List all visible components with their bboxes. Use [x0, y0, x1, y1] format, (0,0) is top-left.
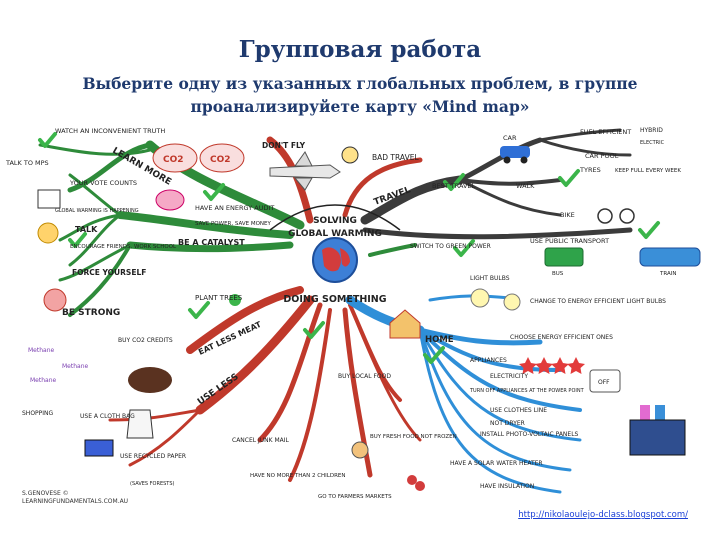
house-icon	[389, 309, 421, 339]
cow-icon	[128, 367, 172, 393]
label-energy-audit: HAVE AN ENERGY AUDIT	[195, 204, 274, 212]
center-line3: DOING SOMETHING	[283, 294, 386, 305]
farmer-icon	[351, 441, 369, 459]
label-not-dryer: NOT DRYER	[490, 420, 525, 427]
label-shopping: SHOPPING	[22, 410, 54, 417]
label-solar-water: HAVE A SOLAR WATER HEATER	[450, 460, 543, 467]
mind-map: SOLVING GLOBAL WARMING DOING SOMETHING	[5, 127, 701, 500]
label-change-bulbs: CHANGE TO ENERGY EFFICIENT LIGHT BULBS	[530, 298, 666, 305]
ballot-box-icon	[37, 189, 61, 209]
clothes-icon	[640, 405, 650, 423]
page-title: Групповая работа	[238, 36, 482, 63]
label-saves-forests: (SAVES FORESTS)	[130, 481, 175, 487]
label-choose-energy: CHOOSE ENERGY EFFICIENT ONES	[510, 334, 613, 341]
tree-icon	[229, 294, 241, 306]
label-light-bulbs: LIGHT BULBS	[470, 275, 510, 282]
label-bus: BUS	[552, 271, 564, 277]
label-clothes-line: USE CLOTHES LINE	[490, 407, 547, 414]
label-talk-mps: TALK TO MPS	[5, 159, 49, 167]
label-electric: ELECTRIC	[640, 140, 665, 146]
label-hybrid: HYBRID	[640, 127, 663, 134]
label-plant-trees: PLANT TREES	[195, 294, 243, 302]
sad-face-icon	[341, 146, 359, 164]
label-electricity: ELECTRICITY	[490, 373, 528, 380]
rating-stars-icon	[519, 357, 585, 374]
label-global-warming-happening: GLOBAL WARMING IS HAPPENING	[55, 208, 139, 214]
label-co2-2: CO2	[210, 155, 231, 165]
label-home: HOME	[425, 335, 454, 345]
bulb-icon	[503, 293, 521, 311]
label-use-less: USE LESS	[196, 372, 241, 407]
label-cancel-junk: CANCEL JUNK MAIL	[232, 437, 290, 444]
center-line1: SOLVING	[313, 216, 357, 226]
label-car: CAR	[503, 134, 517, 142]
label-walk: WALK	[516, 182, 535, 190]
label-keep-full: KEEP FULL EVERY WEEK	[615, 168, 681, 174]
tomato-icon	[407, 475, 417, 485]
label-fresh-food: BUY FRESH FOOD NOT FROZEN	[370, 434, 457, 440]
cloud-icon	[199, 143, 245, 173]
paper-icon	[84, 439, 114, 457]
train-icon	[639, 247, 701, 267]
label-photo-voltaic: INSTALL PHOTO-VOLTAIC PANELS	[480, 431, 579, 438]
label-train: TRAIN	[659, 271, 676, 277]
label-fuel-efficient: FUEL EFFICIENT	[580, 128, 631, 136]
car-icon	[500, 146, 530, 158]
label-be-strong: BE STRONG	[62, 308, 120, 318]
label-buy-co2: BUY CO2 CREDITS	[118, 337, 173, 344]
center-line2: GLOBAL WARMING	[288, 229, 382, 239]
source-link[interactable]: http://nikolaoulejo-dclass.blogspot.com/	[518, 510, 688, 520]
icon-layer	[37, 132, 701, 491]
label-turn-off: TURN OFF APPLIANCES AT THE POWER POINT	[469, 388, 585, 394]
label-encourage: ENCOURAGE FRIENDS, WORK SCHOOL	[70, 244, 177, 250]
label-farmers-markets: GO TO FARMERS MARKETS	[318, 494, 392, 500]
bus-icon	[544, 247, 584, 267]
label-methane-1: Methane	[28, 347, 55, 354]
page-subtitle: Выберите одну из указанных глобальных пр…	[82, 74, 638, 116]
label-buy-local: BUY LOCAL FOOD	[338, 373, 391, 380]
checkmark-icon	[38, 132, 660, 364]
label-best-travel: BEST TRAVEL	[432, 182, 476, 190]
label-switch-green: SWITCH TO GREEN POWER	[410, 243, 491, 250]
cloud-icon	[152, 143, 198, 173]
label-bad-travel: BAD TRAVEL	[372, 153, 419, 162]
bike-icon	[597, 208, 613, 224]
label-watch-movie: WATCH AN INCONVENIENT TRUTH	[55, 127, 165, 135]
strong-person-icon	[43, 288, 67, 312]
author-credit: S.GENOVESE © LEARNINGFUNDAMENTALS.COM.AU	[22, 490, 129, 505]
bag-icon	[126, 409, 154, 439]
label-force-yourself: FORCE YOURSELF	[72, 268, 146, 277]
label-cloth-bag: USE A CLOTH BAG	[80, 413, 135, 420]
center-node: SOLVING GLOBAL WARMING DOING SOMETHING	[269, 204, 401, 305]
label-be-catalyst: BE A CATALYST	[178, 238, 245, 247]
switch-icon	[589, 369, 621, 393]
label-car-pool: CAR POOL	[585, 152, 619, 160]
solar-panel-icon	[629, 419, 686, 456]
label-appliances: APPLIANCES	[470, 357, 507, 364]
label-save-power: SAVE POWER, SAVE MONEY	[195, 221, 272, 227]
label-methane-3: Methane	[30, 377, 57, 384]
label-bike: BIKE	[560, 211, 575, 219]
label-tyres: TYRES	[579, 166, 601, 174]
bulb-icon	[470, 288, 490, 308]
label-your-vote: YOUR VOTE COUNTS	[69, 179, 137, 187]
label-dont-fly: DON'T FLY	[262, 141, 306, 150]
label-recycled-paper: USE RECYCLED PAPER	[120, 453, 186, 460]
label-no-more-children: HAVE NO MORE THAN 2 CHILDREN	[250, 473, 346, 479]
person-icon	[37, 222, 59, 244]
label-public-transport: USE PUBLIC TRANSPORT	[530, 237, 609, 245]
label-talk: TALK	[75, 225, 98, 234]
piggy-bank-icon	[155, 189, 185, 211]
label-insulation: HAVE INSULATION	[480, 483, 534, 490]
label-co2-1: CO2	[163, 155, 184, 165]
label-methane-2: Methane	[62, 363, 89, 370]
label-off: OFF	[598, 379, 610, 386]
plane-icon	[269, 164, 341, 179]
